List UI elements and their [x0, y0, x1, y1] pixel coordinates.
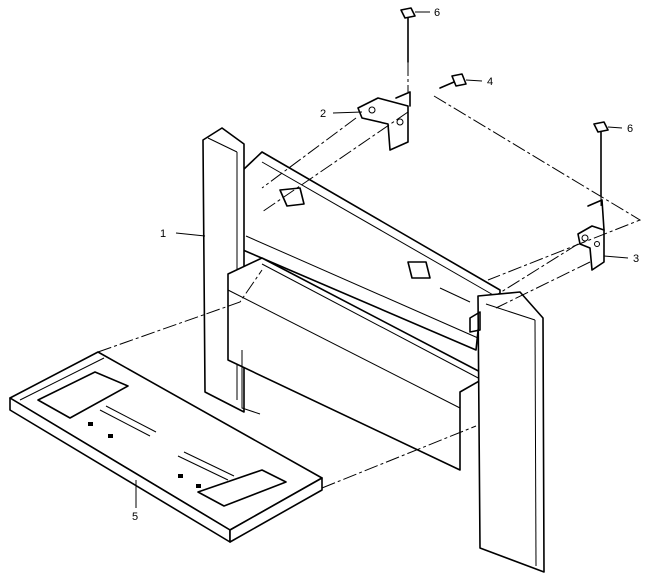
callout-6-right: 6: [627, 123, 633, 135]
bracket-part-2: [357, 91, 411, 151]
bracket-part-3: [577, 199, 605, 271]
screw-part-6-right: [593, 121, 609, 197]
right-post: [477, 291, 545, 573]
tray-part-5: [9, 351, 323, 543]
callout-6-top: 6: [434, 7, 440, 19]
screw-part-6-top: [400, 7, 416, 63]
assembly-lines: [97, 62, 642, 489]
callout-2: 2: [320, 108, 326, 120]
tray-right-guide: [197, 469, 287, 507]
screw-part-4: [439, 73, 467, 89]
callout-5: 5: [132, 511, 138, 523]
frame-part-1: [202, 127, 545, 573]
callout-4: 4: [487, 76, 493, 88]
lower-shelf: [227, 257, 489, 471]
callout-1: 1: [160, 228, 166, 240]
leader-lines: [135, 11, 629, 508]
tray-left-guide: [37, 371, 129, 419]
callout-3: 3: [633, 253, 639, 265]
